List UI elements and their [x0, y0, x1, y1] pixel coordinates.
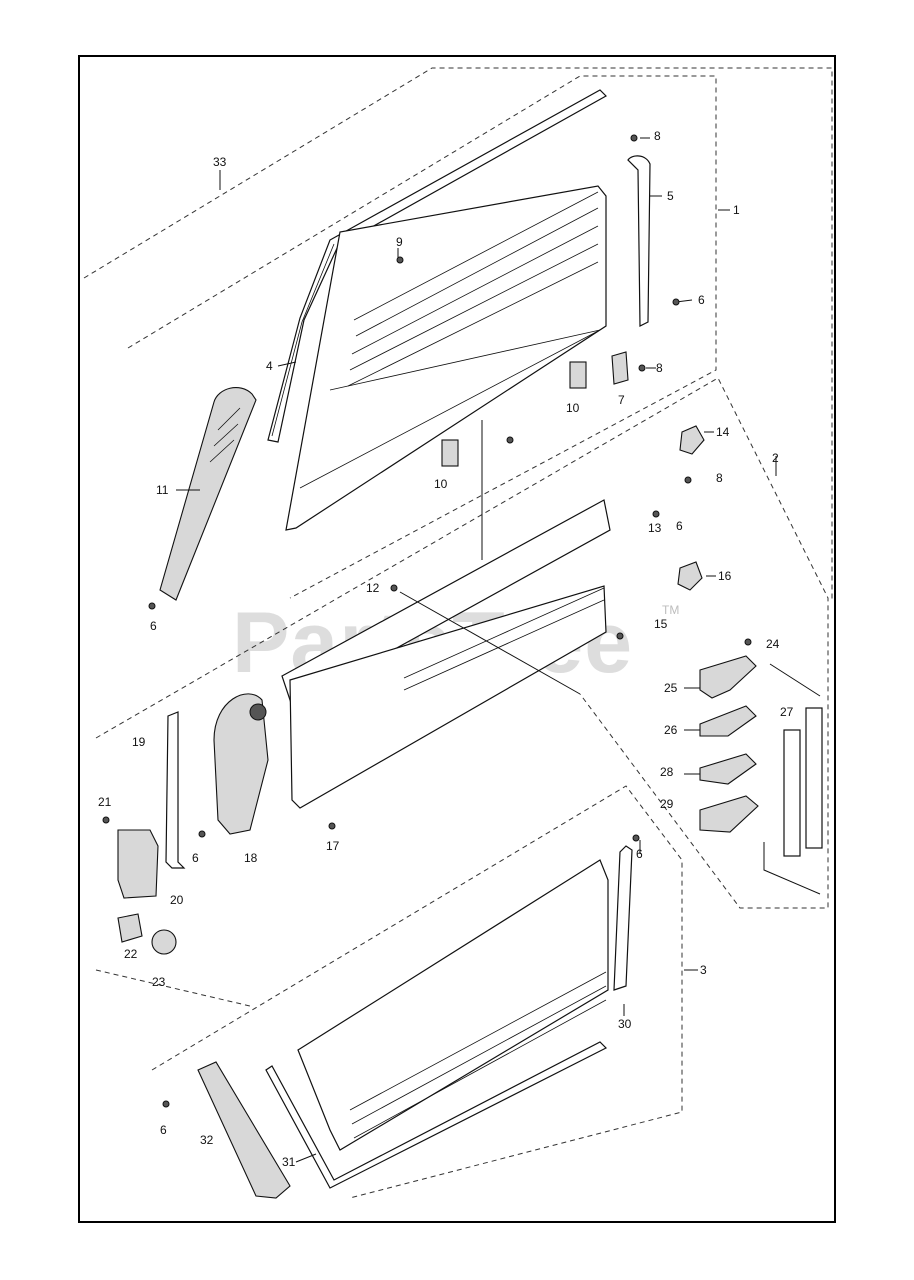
callout-17: 17	[326, 839, 340, 853]
group-2-outline	[95, 377, 829, 909]
callout-12: 12	[366, 581, 380, 595]
leader-lines	[176, 137, 821, 1163]
part-5-bracket	[627, 155, 651, 327]
callout-30: 30	[618, 1017, 632, 1031]
callout-1: 1	[733, 203, 740, 217]
part-19-rod	[165, 711, 186, 869]
watermark-trademark: TM	[662, 603, 679, 617]
callout-3: 3	[700, 963, 707, 977]
part-22-clip	[117, 913, 143, 943]
callout-10-a: 10	[566, 401, 580, 415]
callout-6-f: 6	[160, 1123, 167, 1137]
group-3-outline	[151, 785, 683, 1199]
callout-6-e: 6	[636, 847, 643, 861]
callout-23: 23	[152, 975, 166, 989]
callout-22: 22	[124, 947, 138, 961]
part-1-upper-panel	[285, 185, 607, 531]
part-26-block	[699, 705, 757, 737]
callout-24: 24	[766, 637, 780, 651]
callout-20: 20	[170, 893, 184, 907]
part-2-middle-panel	[281, 499, 611, 809]
callout-31: 31	[282, 1155, 296, 1169]
part-4-top-rail	[267, 89, 607, 443]
group-33-outline	[83, 67, 833, 600]
callout-4: 4	[266, 359, 273, 373]
callout-28: 28	[660, 765, 674, 779]
callout-16: 16	[718, 569, 732, 583]
part-31-bottom-rail	[265, 1041, 608, 1189]
part-29-block	[699, 795, 759, 833]
part-3-lower-panel	[297, 859, 609, 1151]
callout-33: 33	[213, 155, 227, 169]
drawing-border	[78, 55, 836, 1223]
callout-25: 25	[664, 681, 678, 695]
part-16-bracket	[677, 561, 703, 591]
part-11-handle	[159, 387, 257, 601]
callout-9: 9	[396, 235, 403, 249]
callout-14: 14	[716, 425, 730, 439]
callout-27: 27	[780, 705, 794, 719]
part-25-block	[699, 655, 757, 699]
group-outlines	[83, 67, 833, 1199]
part-14-bracket	[679, 425, 705, 455]
callout-15: 15	[654, 617, 668, 631]
part-10-plate-a	[569, 361, 587, 389]
part-18-side-handle	[213, 693, 269, 835]
part-10-plate-b	[441, 439, 459, 467]
part-20-latch	[117, 829, 159, 899]
callout-6-b: 6	[150, 619, 157, 633]
callout-6-a: 6	[698, 293, 705, 307]
callout-19: 19	[132, 735, 146, 749]
callout-18: 18	[244, 851, 258, 865]
callout-11: 11	[156, 483, 169, 497]
callout-32: 32	[200, 1133, 214, 1147]
callout-6-c: 6	[676, 519, 683, 533]
callout-6-d: 6	[192, 851, 199, 865]
callout-10-b: 10	[434, 477, 448, 491]
callout-labels: 1 2 3 4 5 6 7 8 9 10 11 12 13 14 15 16 1…	[98, 129, 794, 1169]
group-23-outline	[95, 969, 251, 1007]
callout-26: 26	[664, 723, 678, 737]
group-1-outline	[127, 75, 717, 599]
part-32-lower-handle	[197, 1061, 291, 1199]
part-30-bracket	[613, 845, 633, 991]
callout-13: 13	[648, 521, 662, 535]
callout-8-a: 8	[654, 129, 661, 143]
callout-8-c: 8	[716, 471, 723, 485]
part-27-tube-b	[805, 707, 823, 849]
callout-5: 5	[667, 189, 674, 203]
callout-2: 2	[772, 451, 779, 465]
part-7-clip	[611, 351, 629, 385]
callout-29: 29	[660, 797, 674, 811]
callout-7: 7	[618, 393, 625, 407]
callout-8-b: 8	[656, 361, 663, 375]
callout-21: 21	[98, 795, 112, 809]
fasteners	[102, 134, 752, 1108]
part-23-knob	[151, 929, 177, 955]
part-27-tube-a	[783, 729, 801, 857]
part-28-block	[699, 753, 757, 785]
